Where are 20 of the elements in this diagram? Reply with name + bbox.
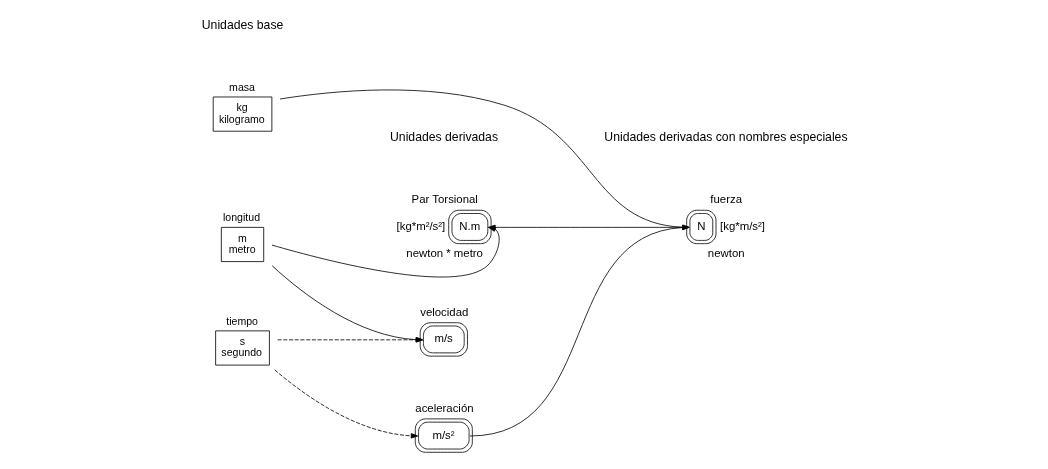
node-label: velocidad [419,305,468,318]
label: Unidades base [201,17,283,32]
label: Unidades derivadas [389,129,498,144]
node-label: newton * metro [405,246,483,259]
node-label: fuerza [709,193,742,206]
arrow [271,265,423,343]
node-label: tiempo [225,314,258,327]
node-label: [kg*m²/s²] [396,219,445,232]
arrow [276,337,423,343]
node-box: s segundo [214,330,270,366]
node-label: masa [228,80,255,93]
node-label: newton [707,246,745,259]
node-box: m metro [220,226,264,262]
arrow [273,369,418,439]
label: Unidades derivadas con nombres especiales [603,129,848,144]
node-label: longitud [222,211,260,224]
node-box: kg kilogramo [212,96,272,132]
node-label: [kg*m/s²] [719,219,765,232]
node-label: Par Torsional [411,193,478,206]
node-label: aceleración [414,401,474,414]
